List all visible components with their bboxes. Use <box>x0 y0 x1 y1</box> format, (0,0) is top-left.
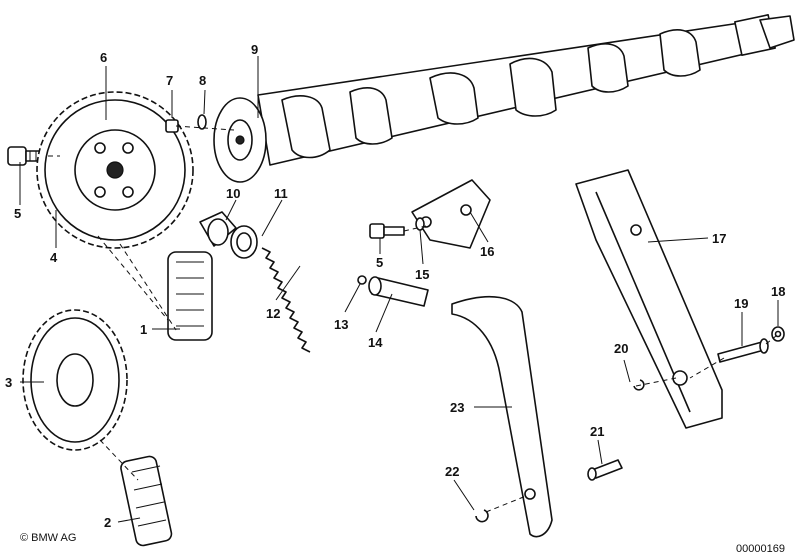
guide-bracket <box>411 179 491 249</box>
copyright-notice: © BMW AG <box>20 532 76 544</box>
tensioner-piston <box>368 276 429 307</box>
callout-11: 11 <box>274 186 288 201</box>
callout-18: 18 <box>771 284 785 299</box>
callout-numbers: 1 2 3 4 5 6 7 8 9 10 11 12 13 14 15 5 16… <box>5 42 785 530</box>
leader-lines <box>19 56 779 523</box>
crankshaft-sprocket <box>22 309 128 451</box>
callout-12: 12 <box>266 306 280 321</box>
callout-10: 10 <box>226 186 240 201</box>
callout-1: 1 <box>140 322 147 337</box>
screw-plug <box>199 211 237 247</box>
callout-4: 4 <box>50 250 58 265</box>
callout-23: 23 <box>450 400 464 415</box>
callout-20: 20 <box>614 341 628 356</box>
guide-bolt-upper <box>717 338 769 363</box>
compression-spring <box>261 247 311 353</box>
callout-7: 7 <box>166 73 173 88</box>
callout-16: 16 <box>480 244 494 259</box>
camshaft <box>213 14 795 183</box>
timing-chain-upper <box>167 251 213 341</box>
callout-17: 17 <box>712 231 726 246</box>
callout-21: 21 <box>590 424 604 439</box>
callout-13: 13 <box>334 317 348 332</box>
callout-22: 22 <box>445 464 459 479</box>
callout-6: 6 <box>100 50 107 65</box>
ball <box>357 275 367 285</box>
callout-9: 9 <box>251 42 258 57</box>
callout-8: 8 <box>199 73 206 88</box>
guide-bolt-lower <box>587 459 623 481</box>
callout-3: 3 <box>5 375 12 390</box>
callout-5-bracket: 5 <box>376 255 383 270</box>
callout-2: 2 <box>104 515 111 530</box>
washer <box>771 326 785 342</box>
tensioner-rail <box>451 295 553 538</box>
callout-14: 14 <box>368 335 383 350</box>
assembly-lines <box>48 125 777 513</box>
callout-5-left: 5 <box>14 206 21 221</box>
hex-bolt-bracket <box>369 223 405 239</box>
camshaft-sprocket <box>36 91 194 249</box>
callout-19: 19 <box>734 296 748 311</box>
sealing-ring <box>230 225 258 259</box>
timing-chain-lower <box>120 455 173 547</box>
guide-rail <box>575 169 723 429</box>
callout-15: 15 <box>415 267 429 282</box>
spring-washer <box>197 114 207 130</box>
drawing-number: 00000169 <box>736 543 785 555</box>
